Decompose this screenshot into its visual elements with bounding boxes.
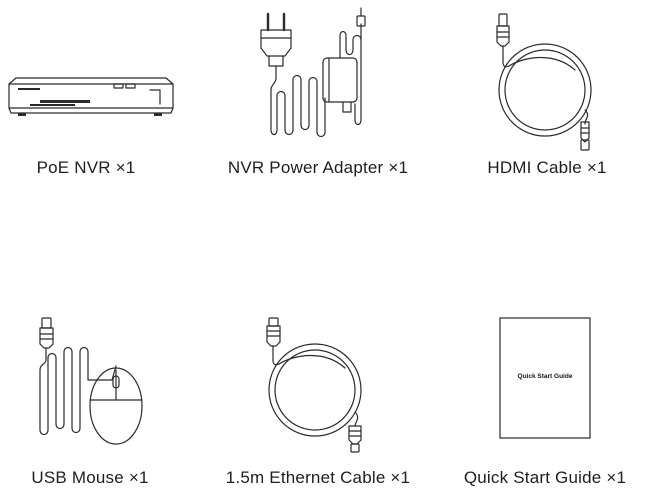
power-adapter-icon	[260, 7, 366, 138]
item-label: 1.5m Ethernet Cable ×1	[225, 468, 411, 487]
item-usb-mouse: USB Mouse ×1	[0, 300, 180, 504]
usb-mouse-icon	[39, 317, 143, 445]
guide-cover-title: Quick Start Guide	[517, 373, 573, 380]
item-label: Quick Start Guide ×1	[463, 468, 627, 487]
item-poe-nvr: PoE NVR ×1	[0, 0, 180, 200]
item-power-adapter: NVR Power Adapter ×1	[205, 0, 435, 200]
quick-start-guide-icon	[499, 317, 591, 439]
item-label: HDMI Cable ×1	[487, 158, 607, 177]
item-label: PoE NVR ×1	[36, 158, 136, 177]
item-label: NVR Power Adapter ×1	[227, 158, 409, 177]
nvr-recorder-icon	[8, 77, 174, 116]
item-label: USB Mouse ×1	[31, 468, 149, 487]
ethernet-cable-icon	[266, 317, 362, 453]
hdmi-cable-icon	[496, 13, 592, 151]
item-ethernet-cable: 1.5m Ethernet Cable ×1	[205, 300, 435, 504]
item-quick-start-guide: Quick Start Guide Quick Start Guide ×1	[445, 300, 647, 504]
item-hdmi-cable: HDMI Cable ×1	[445, 0, 647, 200]
